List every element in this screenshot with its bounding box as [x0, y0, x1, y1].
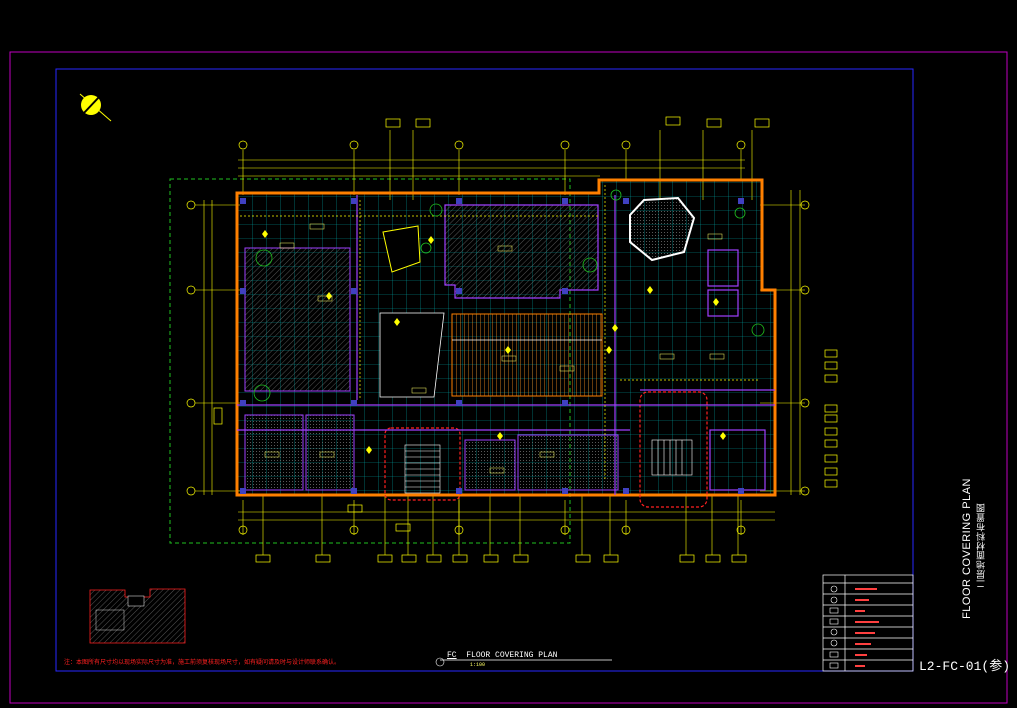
top-dimensions [238, 130, 753, 200]
legend-symbols [829, 585, 839, 669]
revision-clouds [384, 391, 708, 508]
room-hatches [244, 204, 619, 491]
bottom-dimensions [238, 495, 775, 555]
plan-title-tag: FC [447, 651, 457, 660]
top-tags [385, 116, 770, 128]
room-labels [264, 223, 725, 474]
top-grid-bubbles [238, 140, 746, 150]
interior-walls [237, 195, 775, 495]
key-plan [89, 588, 186, 644]
vertical-title-en: FLOOR COVERING PLAN [961, 478, 973, 619]
atrium-void [379, 312, 445, 398]
vertical-title-cn: 二层地面材料布置图 [976, 503, 986, 589]
columns [240, 198, 744, 494]
octagonal-pool [629, 196, 696, 262]
legend-swatches [855, 588, 879, 667]
bottom-tags [238, 504, 747, 563]
outer-border [9, 51, 1008, 704]
plan-title-label: FLOOR COVERING PLAN [466, 651, 558, 660]
axis-lines [240, 185, 760, 480]
sheet-number: L2-FC-01(参) [919, 659, 1011, 674]
plan-title: FC FLOOR COVERING PLAN [447, 651, 557, 660]
legend-table [822, 574, 914, 672]
general-note: 注：本图所有尺寸均以现场实际尺寸为准，施工前须复核现场尺寸，如有疑问请及时与设计… [64, 660, 341, 666]
planters [253, 189, 765, 402]
wood-deck [451, 313, 603, 397]
water-feature [382, 225, 421, 273]
stairs [404, 439, 693, 494]
plan-scale: 1:100 [470, 662, 486, 668]
north-arrow-icon [79, 93, 112, 122]
inner-border [55, 68, 914, 672]
left-dimensions [195, 200, 240, 495]
